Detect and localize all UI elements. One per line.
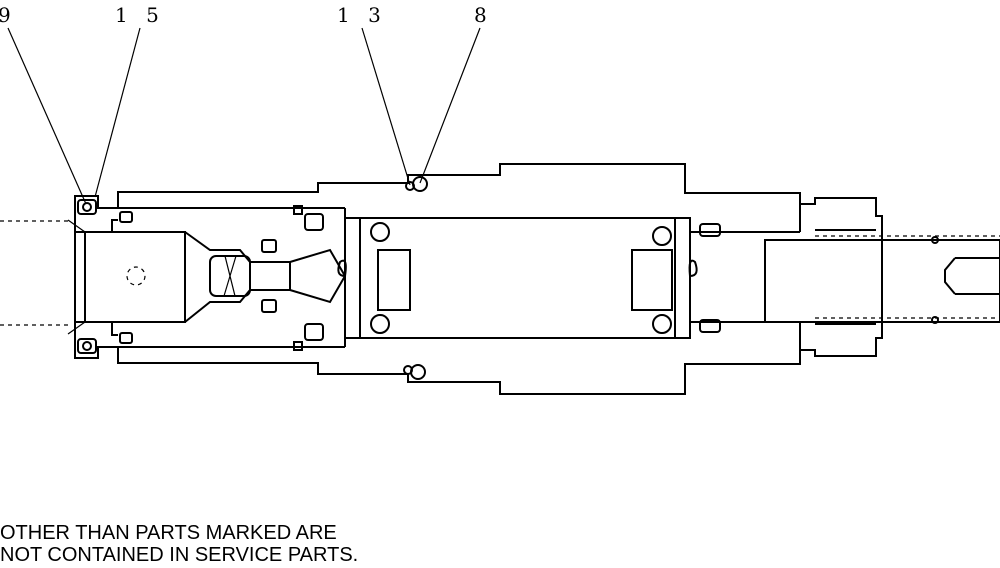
service-parts-note-line-2: NOT CONTAINED IN SERVICE PARTS. [0,544,359,566]
callout-label-9: 9 [0,3,17,27]
leader-lines [7,27,481,205]
o-rings [403,176,428,380]
callout-label-15: 1 5 [115,3,165,27]
callout-label-13: 1 3 [337,3,387,27]
adjuster-nut [690,197,1000,357]
spring-chamber [337,217,698,339]
service-parts-note-line-1: OTHER THAN PARTS MARKED ARE [0,522,337,544]
inlet-lines [0,220,68,326]
callout-label-8: 8 [474,3,493,27]
